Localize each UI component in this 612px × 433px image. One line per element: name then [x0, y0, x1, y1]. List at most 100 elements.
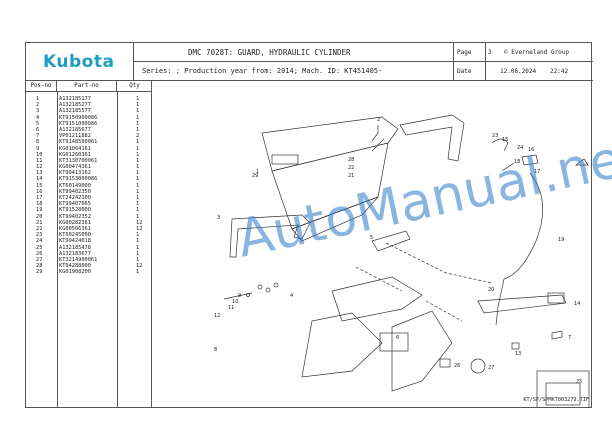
hydraulic-cylinder-14	[477, 294, 567, 314]
qty-cell: 1	[136, 188, 140, 195]
part-cell: KT99424018	[59, 238, 91, 245]
pos-cell: 3	[36, 108, 40, 115]
svg-text:23: 23	[492, 133, 498, 139]
bracket-17	[521, 154, 539, 166]
series-info: Series: ; Production year from: 2014; Ma…	[134, 62, 454, 81]
qty-cell: 1	[136, 207, 140, 214]
pos-cell: 29	[36, 269, 43, 276]
part-cell: A132185478	[59, 244, 91, 251]
pos-cell: 14	[36, 176, 43, 183]
time: 22:42	[550, 68, 569, 75]
svg-text:1: 1	[256, 169, 259, 175]
part-cell: KG01260361	[59, 151, 91, 158]
table-row: 21 KG00282361 12	[26, 220, 152, 226]
part-cell: KT3130700061	[59, 157, 98, 164]
svg-text:12: 12	[214, 313, 220, 319]
pos-cell: 2	[36, 102, 40, 109]
pos-cell: 27	[36, 256, 43, 263]
part-cell: A132183677	[59, 250, 91, 257]
part-cell: A132185677	[59, 126, 91, 133]
pos-cell: 21	[36, 219, 43, 226]
part-26	[439, 358, 451, 368]
table-row: 27 KT3214900061 1	[26, 257, 152, 263]
cylinder-5	[371, 230, 411, 252]
pos-cell: 8	[36, 139, 40, 146]
page-value: 3 © Everneland Group	[486, 43, 593, 62]
pos-cell: 16	[36, 188, 43, 195]
pos-cell: 25	[36, 244, 43, 251]
part-cell: KT9153000086	[59, 176, 98, 183]
copyright-owner: © Everneland Group	[504, 49, 570, 56]
gear-27	[470, 358, 486, 374]
svg-text:27: 27	[488, 365, 494, 371]
qty-cell: 1	[136, 256, 140, 263]
svg-text:11: 11	[228, 305, 234, 311]
bracket-23	[491, 138, 509, 152]
plate-6	[379, 332, 409, 352]
pos-cell: 12	[36, 164, 43, 171]
svg-text:9: 9	[238, 293, 241, 299]
guard-right-shape	[399, 114, 465, 162]
pos-cell: 23	[36, 232, 43, 239]
date: 12.06.2024	[500, 68, 537, 75]
part-cell: KT9148500061	[59, 139, 98, 146]
svg-text:6: 6	[396, 335, 399, 341]
page-number: 3	[488, 49, 492, 56]
part-cell: A132185277	[59, 102, 91, 109]
part-cell: VP01211882	[59, 133, 91, 140]
qty-cell: 1	[136, 126, 140, 133]
part-13	[511, 342, 520, 350]
qty-cell: 1	[136, 114, 140, 121]
decal-set	[545, 382, 581, 406]
part-cell: KT99407065	[59, 201, 91, 208]
pos-cell: 7	[36, 133, 40, 140]
qty-cell: 1	[136, 151, 140, 158]
qty-cell: 1	[136, 195, 140, 201]
svg-text:3: 3	[217, 215, 220, 221]
svg-text:19: 19	[558, 237, 564, 243]
qty-cell: 1	[136, 213, 140, 220]
pos-cell: 11	[36, 157, 43, 164]
drawing-reference: KT/SP/SPMKT003279.TIF	[523, 397, 589, 403]
qty-cell: 1	[136, 182, 140, 189]
svg-text:4: 4	[290, 293, 293, 299]
part-cell: KG00474361	[59, 164, 91, 171]
part-cell: KT9151000086	[59, 120, 98, 127]
guard-body-shape	[271, 142, 389, 230]
part-cell: KG00282361	[59, 219, 91, 226]
qty-cell: 1	[136, 238, 140, 245]
qty-cell: 12	[136, 219, 143, 226]
svg-text:22: 22	[348, 165, 354, 171]
qty-cell: 1	[136, 269, 140, 276]
svg-text:5: 5	[370, 235, 373, 241]
pos-cell: 15	[36, 182, 43, 189]
qty-cell: 2	[136, 133, 140, 140]
qty-cell: 1	[136, 145, 140, 152]
svg-text:25: 25	[576, 379, 582, 385]
pos-cell: 9	[36, 145, 40, 152]
bracket-shape	[331, 276, 423, 322]
svg-text:8: 8	[214, 347, 217, 353]
qty-cell: 1	[136, 164, 140, 171]
kubota-logo: Kubota	[43, 52, 115, 72]
qty-cell: 1	[136, 96, 140, 102]
qty-cell: 1	[136, 170, 140, 177]
frame-shape	[301, 312, 383, 378]
pos-cell: 5	[36, 120, 40, 127]
part-cell: KT3214900061	[59, 256, 98, 263]
part-cell: KT9150900086	[59, 114, 98, 121]
pos-cell: 19	[36, 207, 43, 214]
